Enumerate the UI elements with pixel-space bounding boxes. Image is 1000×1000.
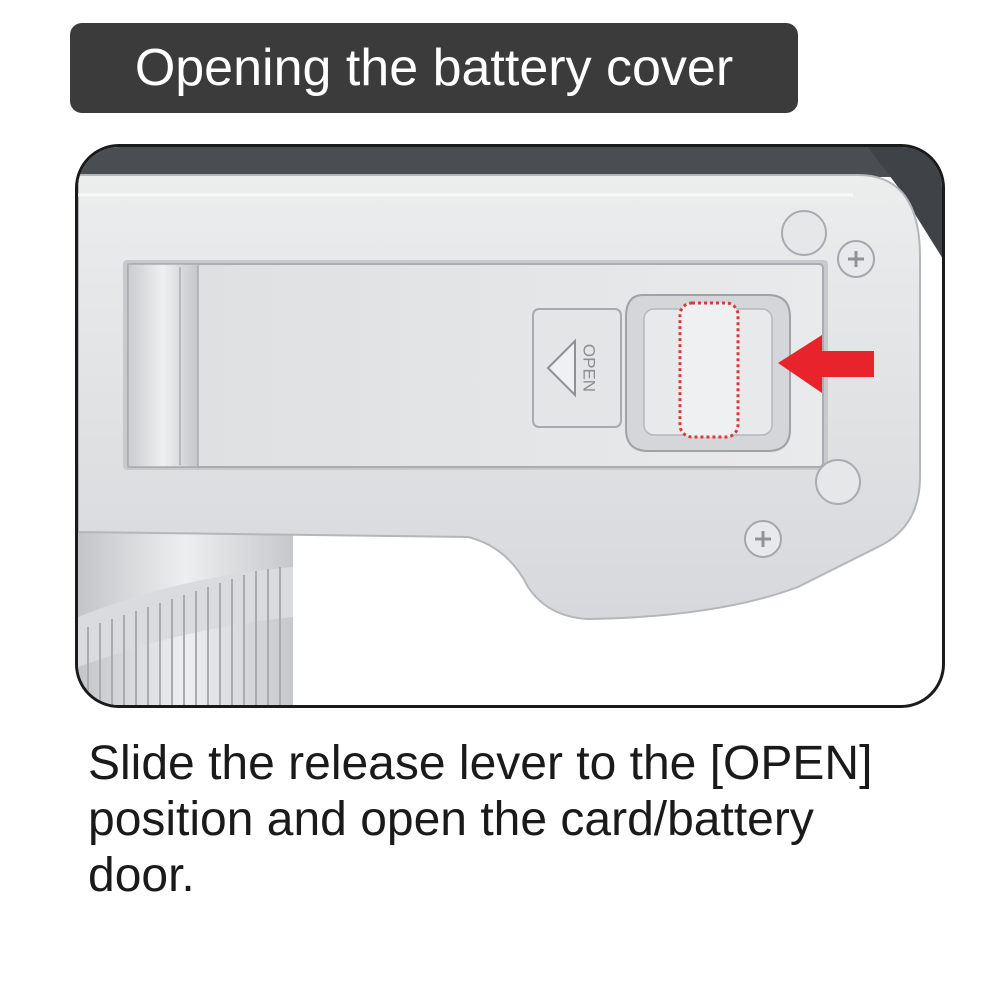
caption-line: position and open the card/battery bbox=[88, 793, 814, 846]
open-label-plate bbox=[532, 308, 622, 428]
caption-line: door. bbox=[88, 849, 195, 902]
caption-line: Slide the release lever to the [OPEN] bbox=[88, 737, 873, 790]
camera-top-edge bbox=[78, 147, 942, 177]
camera-bottom-drawing: OPEN bbox=[78, 147, 942, 705]
lever-highlight bbox=[678, 301, 740, 439]
door-hinge bbox=[127, 263, 199, 468]
open-marking: OPEN bbox=[580, 344, 599, 392]
round-foot bbox=[815, 459, 861, 505]
release-arrow-icon bbox=[778, 335, 874, 393]
title-banner: Opening the battery cover bbox=[70, 23, 798, 113]
round-foot bbox=[781, 210, 827, 256]
camera-illustration: OPEN bbox=[75, 144, 945, 708]
instruction-caption: Slide the release lever to the [OPEN] po… bbox=[88, 736, 968, 904]
battery-door: OPEN bbox=[127, 263, 824, 468]
page-title: Opening the battery cover bbox=[134, 39, 734, 97]
lens-dial bbox=[78, 527, 293, 705]
triangle-up-icon bbox=[546, 338, 576, 398]
screw-icon bbox=[744, 520, 782, 558]
screw-icon bbox=[837, 240, 875, 278]
camera-dark-corner bbox=[868, 147, 942, 258]
